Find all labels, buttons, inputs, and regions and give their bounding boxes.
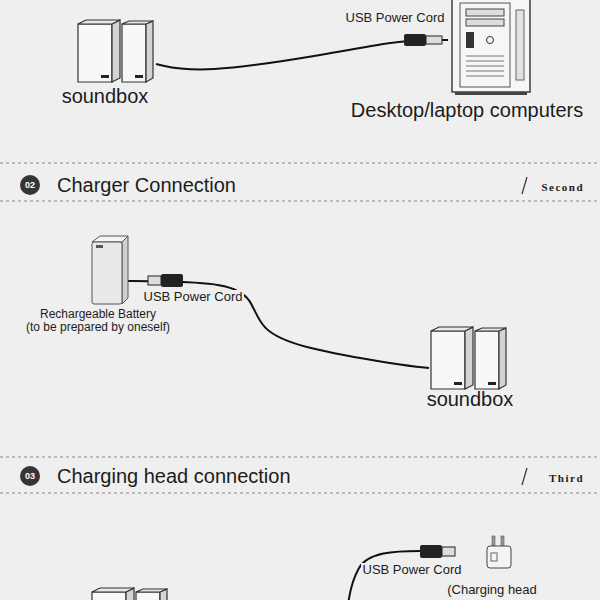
- plug-prong: [501, 536, 504, 547]
- node-label: (Charging head: [447, 583, 537, 598]
- plug-prong: [492, 536, 495, 547]
- section-order: Third: [547, 472, 586, 485]
- drive-bay: [466, 9, 504, 16]
- section-heading: Charger Connection: [55, 174, 238, 197]
- plug-metal: [148, 276, 161, 285]
- usb-plug: [420, 545, 455, 558]
- side-panel: [516, 10, 524, 80]
- computer-tower: [452, 0, 530, 95]
- slash-mark: [522, 468, 527, 485]
- power-bank: [92, 236, 128, 304]
- speaker-pair: [92, 588, 167, 600]
- callout-number: 03: [25, 471, 35, 481]
- computer-node: Desktop/laptop computers: [448, 0, 534, 96]
- speaker-node: soundbox: [76, 18, 156, 84]
- slash-mark: [522, 177, 527, 194]
- battery-front: [92, 242, 122, 304]
- battery-node: Rechargeable Battery(to be prepared by o…: [88, 236, 128, 308]
- charger-node: (Charging head: [484, 534, 514, 570]
- dashed-divider: [0, 457, 600, 458]
- charging-head: [487, 536, 511, 568]
- section-order: Second: [539, 181, 586, 194]
- dashed-divider: [0, 163, 600, 164]
- usb-cable: [128, 281, 429, 368]
- dashed-divider: [0, 493, 600, 494]
- plug-body: [161, 274, 183, 287]
- node-label: soundbox: [427, 388, 514, 411]
- tower-base: [455, 92, 527, 95]
- usb-plug: [148, 274, 183, 287]
- plug-metal: [426, 36, 442, 44]
- node-label: Rechargeable Battery: [40, 308, 156, 322]
- plug-metal: [442, 547, 455, 556]
- drive-bay: [466, 19, 504, 26]
- plug-body: [420, 545, 442, 558]
- battery-port: [96, 245, 103, 248]
- adapter-body: [487, 546, 511, 568]
- power-button: [487, 37, 494, 44]
- node-label: Desktop/laptop computers: [351, 99, 583, 122]
- dashed-divider: [0, 201, 600, 202]
- node-label: (to be prepared by oneself): [26, 321, 170, 335]
- step-number: 03: [20, 466, 40, 486]
- callout-number: 02: [25, 180, 35, 190]
- speaker-pair: [78, 20, 153, 82]
- speaker-pair: [431, 327, 506, 389]
- cable-label: USB Power Cord: [361, 563, 464, 578]
- node-label: soundbox: [62, 85, 149, 108]
- adapter-port: [491, 553, 497, 561]
- tower-case: [452, 0, 530, 92]
- battery-side: [122, 236, 128, 304]
- section-heading: Charging head connection: [55, 465, 293, 488]
- cable-label: USB Power Cord: [142, 290, 245, 305]
- port-block: [466, 32, 474, 48]
- speaker-node: soundbox: [429, 325, 509, 391]
- front-panel: [460, 3, 510, 87]
- usb-plug: [404, 34, 442, 46]
- vent-lines: [466, 56, 504, 76]
- cable-label: USB Power Cord: [344, 11, 447, 26]
- plug-body: [404, 34, 426, 46]
- step-number: 02: [20, 175, 40, 195]
